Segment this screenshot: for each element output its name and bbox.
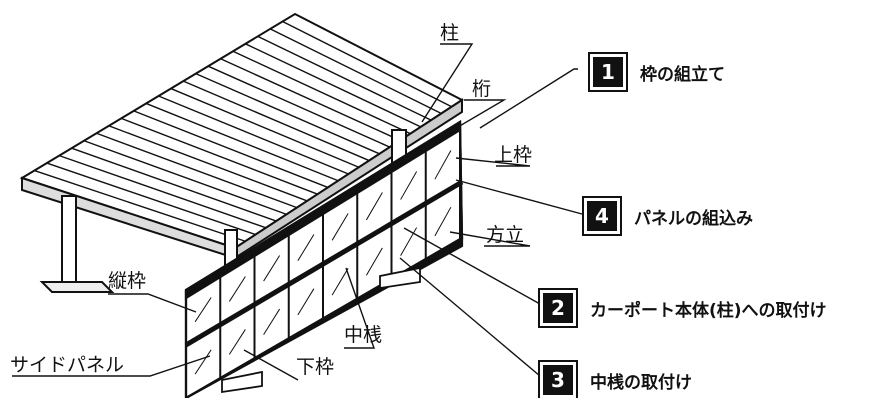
roof-rib [158,95,349,175]
pane-glint [400,171,418,200]
pane-glint [263,255,281,282]
step-4: 4 パネルの組込み [582,196,753,236]
label-beam: 桁 [472,78,492,100]
roof-rib [183,80,370,162]
step-4-number: 4 [582,196,622,236]
pane-glint [297,288,315,316]
label-bottom-frame: 下枠 [296,356,335,378]
step-1-number: 1 [588,52,628,92]
roof-rib [282,20,452,108]
roof-rib [108,125,308,202]
roof-rib [96,132,298,209]
pane-glint [331,268,349,296]
left-post [39,195,115,293]
roof-rib [195,72,380,155]
pane-glint [365,192,383,221]
pane-glint [365,247,383,276]
roof-rib [257,35,432,121]
pane-glint [194,349,212,375]
roof-rib [145,102,339,182]
roof-rib [83,140,287,216]
step-3: 3 中桟の取付け [538,360,692,398]
roof-rib [207,65,391,148]
mullions [185,126,461,398]
roof-rib [232,50,411,135]
leader-lines [12,43,583,381]
label-mullion: 方立 [486,224,525,246]
panel-feet [221,266,421,394]
pane-glint [297,234,315,261]
step-4-text: パネルの組込み [634,208,753,229]
pane-glint [194,297,212,323]
panel-panes [194,150,452,375]
label-vertical-frame: 縦枠 [108,270,147,292]
step-1: 1 枠の組立て [588,52,725,92]
roof-rib [58,154,267,229]
roof-rib [71,147,277,222]
step-2-text: カーポート本体(柱)への取付け [590,300,827,321]
roof-rib [121,117,318,195]
step-2: 2 カーポート本体(柱)への取付け [538,288,827,328]
roof-rib [34,169,246,242]
roof-rib [220,58,401,142]
roof-ribs [34,20,452,242]
pane-glint [434,206,452,237]
label-side-panel: サイドパネル [10,354,125,376]
step-3-number: 3 [538,360,578,398]
label-pillar: 柱 [440,22,460,44]
roof-rib [245,43,422,128]
pane-glint [228,276,246,302]
label-top-frame: 上枠 [494,144,533,166]
roof-rib [170,87,360,168]
step-1-text: 枠の組立て [640,64,725,85]
pane-glint [263,308,281,335]
step-2-number: 2 [538,288,578,328]
pane-glint [331,213,349,241]
label-middle-rail: 中桟 [344,324,383,346]
pane-glint [434,150,452,180]
roof-rib [269,28,442,115]
roof-rib [133,110,329,189]
step-3-text: 中桟の取付け [590,372,692,393]
pane-glint [400,227,418,256]
roof-rib [46,162,256,236]
pane-glint [228,329,246,355]
